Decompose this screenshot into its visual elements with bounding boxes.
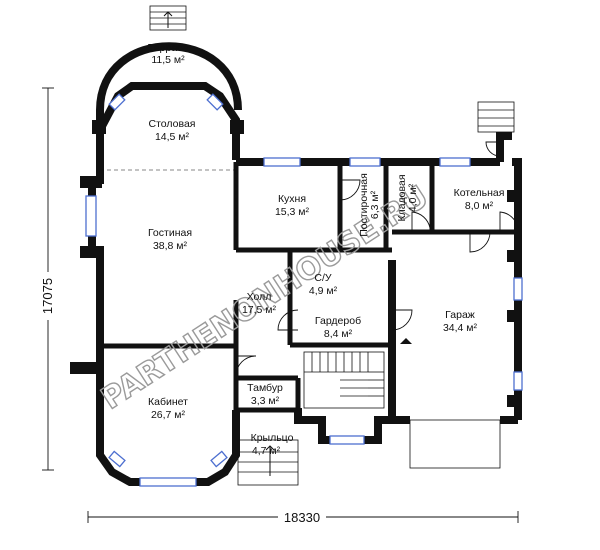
porch-arrow-icon xyxy=(265,445,275,476)
wall-piers xyxy=(70,120,521,407)
door-swing xyxy=(499,211,519,232)
window xyxy=(206,93,224,111)
east-wall-upper xyxy=(512,158,522,420)
room-name-boiler: Котельная xyxy=(454,187,505,199)
door-swing xyxy=(277,309,299,331)
boiler-wall xyxy=(496,132,512,162)
door-swing xyxy=(469,231,491,253)
room-name-laundry: Постирочная xyxy=(358,173,370,237)
room-name-terrace: Терраса xyxy=(148,42,188,54)
staircase xyxy=(303,351,385,409)
room-area-kitchen: 15,3 м² xyxy=(275,206,310,218)
window xyxy=(210,450,228,468)
window xyxy=(439,157,471,167)
stair-icon xyxy=(400,338,412,344)
room-name-pantry: Кладовая xyxy=(396,174,408,221)
window xyxy=(513,371,523,391)
windows xyxy=(85,93,523,487)
window xyxy=(108,450,126,468)
boiler-steps xyxy=(477,101,515,133)
width-dimension: 18330 xyxy=(284,510,320,525)
terrace-arrow-icon xyxy=(163,11,173,28)
room-name-garage: Гараж xyxy=(445,309,475,321)
room-name-kitchen: Кухня xyxy=(278,193,306,205)
window xyxy=(513,277,523,301)
room-area-dining: 14,5 м² xyxy=(155,131,190,143)
door-swing xyxy=(391,309,413,331)
room-area-laundry: 6,3 м² xyxy=(369,190,381,219)
room-area-pantry: 4,0 м² xyxy=(407,183,419,212)
room-name-living: Гостиная xyxy=(148,227,192,239)
porch-steps xyxy=(237,439,299,486)
room-area-office: 26,7 м² xyxy=(151,409,186,421)
room-area-living: 38,8 м² xyxy=(153,240,188,252)
room-labels: Терраса 11,5 м² Столовая 14,5 м² Гостина… xyxy=(148,42,505,457)
room-name-wardrobe: Гардероб xyxy=(315,315,361,327)
terrace-wall-arc xyxy=(96,42,242,111)
door-swing xyxy=(485,141,501,157)
room-area-porch: 4,7 м² xyxy=(252,445,281,457)
room-area-boiler: 8,0 м² xyxy=(465,200,494,212)
west-wall xyxy=(88,130,104,350)
height-dimension: 17075 xyxy=(40,278,55,314)
doors xyxy=(235,141,519,377)
door-swing xyxy=(235,355,257,377)
room-name-hall: Холл xyxy=(247,291,272,303)
window xyxy=(329,435,365,445)
room-name-dining: Столовая xyxy=(149,118,196,130)
room-name-porch: Крыльцо xyxy=(251,432,294,444)
room-area-vestibule: 3,3 м² xyxy=(251,395,280,407)
room-name-wc: С/У xyxy=(314,272,332,284)
door-swing xyxy=(339,179,361,201)
room-area-terrace: 11,5 м² xyxy=(151,54,185,66)
room-name-vestibule: Тамбур xyxy=(247,382,283,394)
room-area-wc: 4,9 м² xyxy=(309,285,338,297)
window xyxy=(139,477,197,487)
room-area-hall: 17,5 м² xyxy=(242,304,277,316)
window xyxy=(349,157,381,167)
window xyxy=(263,157,301,167)
interior-walls xyxy=(100,162,518,420)
window xyxy=(108,93,126,111)
garage-apron xyxy=(409,419,501,469)
room-area-garage: 34,4 м² xyxy=(443,322,478,334)
window xyxy=(85,195,97,237)
room-name-office: Кабинет xyxy=(148,396,188,408)
room-area-wardrobe: 8,4 м² xyxy=(324,328,353,340)
south-wall xyxy=(294,408,392,444)
door-swing xyxy=(411,211,431,232)
